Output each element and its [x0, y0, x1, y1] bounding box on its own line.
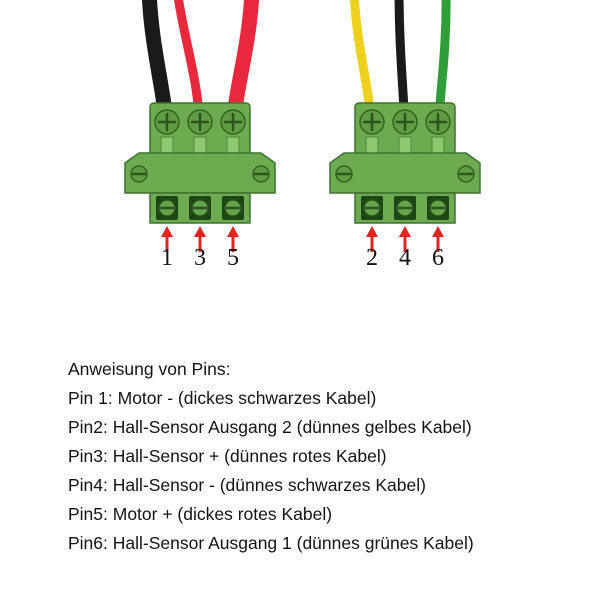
right-connector-body: [328, 101, 482, 225]
instruction-line-1: Pin 1: Motor - (dickes schwarzes Kabel): [68, 388, 377, 408]
pin-label-1: 1: [161, 245, 173, 271]
instruction-line-4: Pin4: Hall-Sensor - (dünnes schwarzes Ka…: [68, 475, 426, 495]
pin-arrow-2: [366, 226, 378, 252]
pin-label-5: 5: [227, 245, 239, 271]
pin-arrow-3: [194, 226, 206, 252]
instructions-title: Anweisung von Pins:: [68, 359, 231, 379]
pin-arrows: [161, 226, 444, 252]
instruction-line-2: Pin2: Hall-Sensor Ausgang 2 (dünnes gelb…: [68, 417, 472, 437]
pin-arrow-6: [432, 226, 444, 252]
pin-arrow-5: [227, 226, 239, 252]
instruction-line-3: Pin3: Hall-Sensor + (dünnes rotes Kabel): [68, 446, 387, 466]
wiring-diagram: [123, 0, 482, 252]
pin-label-4: 4: [399, 245, 411, 271]
pin-arrow-1: [161, 226, 173, 252]
pin-label-2: 2: [366, 245, 378, 271]
instruction-line-6: Pin6: Hall-Sensor Ausgang 1 (dünnes grün…: [68, 533, 474, 553]
pin-label-6: 6: [432, 245, 444, 271]
pin-label-3: 3: [194, 245, 206, 271]
instruction-line-5: Pin5: Motor + (dickes rotes Kabel): [68, 504, 333, 524]
left-connector-body: [123, 101, 277, 225]
pin-instructions: Anweisung von Pins: Pin 1: Motor - (dick…: [68, 355, 474, 558]
pin-arrow-4: [399, 226, 411, 252]
